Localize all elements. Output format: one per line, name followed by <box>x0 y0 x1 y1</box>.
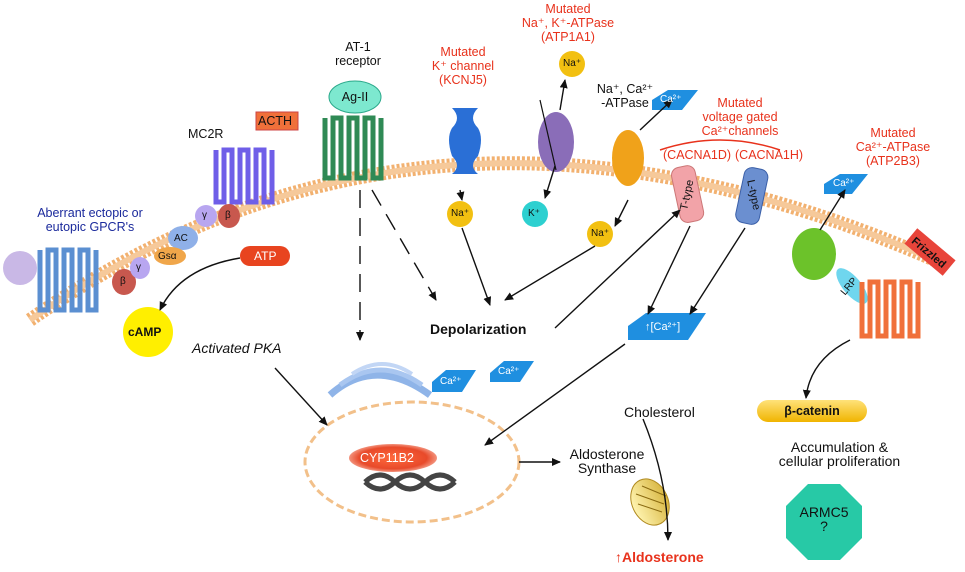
activated-pka-label: Activated PKA <box>192 340 282 356</box>
beta-label-mc2r: β <box>225 210 231 221</box>
aberrant-gpcr-receptor <box>3 247 150 313</box>
mc2r-receptor <box>154 111 299 265</box>
camp-label: cAMP <box>128 325 162 339</box>
ca-ion-golgi-1: Ca²⁺ <box>440 376 462 387</box>
gsa-label: Gsα <box>158 251 177 262</box>
golgi-icon <box>327 362 433 398</box>
ca-ion-golgi-2: Ca²⁺ <box>498 366 520 377</box>
kcnj5-channel <box>449 108 481 174</box>
aldosterone-text: Aldosterone <box>622 549 704 565</box>
beta-label-gpcr: β <box>120 276 126 287</box>
gamma-label-mc2r: γ <box>202 210 207 221</box>
atp-label: ATP <box>254 249 277 263</box>
aldosterone-label: ↑Aldosterone <box>615 550 704 564</box>
cacna1h-label: (CACNA1H) <box>735 148 804 162</box>
dna-icon <box>363 472 457 492</box>
k-ion: K⁺ <box>528 208 540 219</box>
ca-ion-naca: Ca²⁺ <box>660 94 682 105</box>
cyp11b2-label: CYP11B2 <box>360 451 414 465</box>
na-ion-naca: Na⁺ <box>591 228 610 239</box>
naca-atpase <box>612 130 644 186</box>
ag2-label: Ag-II <box>341 90 369 104</box>
atp1a1-pump <box>538 99 574 172</box>
mc2r-label: MC2R <box>188 127 224 141</box>
frizzled-receptor <box>836 228 956 339</box>
acth-label: ACTH <box>258 114 293 128</box>
depolarization-label: Depolarization <box>430 321 527 337</box>
ca-ion-atp2b3: Ca²⁺ <box>833 178 855 189</box>
na-ion-kcnj5: Na⁺ <box>451 208 470 219</box>
ac-label: AC <box>174 233 188 244</box>
at1-receptor <box>322 80 384 181</box>
naca-atpase-label: Na⁺, Ca²⁺-ATPase <box>596 82 654 110</box>
ca-intracellular: ↑[Ca²⁺] <box>645 321 681 333</box>
mitochondrion-icon <box>630 478 670 526</box>
gamma-label-gpcr: γ <box>136 262 141 273</box>
na-ion-top: Na⁺ <box>563 58 582 69</box>
armc5-label: ARMC5? <box>799 504 849 534</box>
cholesterol-label: Cholesterol <box>624 404 695 420</box>
arrow-up-icon: ↑ <box>615 549 622 565</box>
cacna1d-label: (CACNA1D) <box>663 148 732 162</box>
l-type-channel <box>735 167 769 225</box>
atp2b3-pump <box>792 228 836 280</box>
t-type-channel <box>671 165 705 223</box>
beta-catenin-label: β-catenin <box>784 404 840 418</box>
accumulation-label: Accumulation &cellular proliferation <box>778 439 901 469</box>
